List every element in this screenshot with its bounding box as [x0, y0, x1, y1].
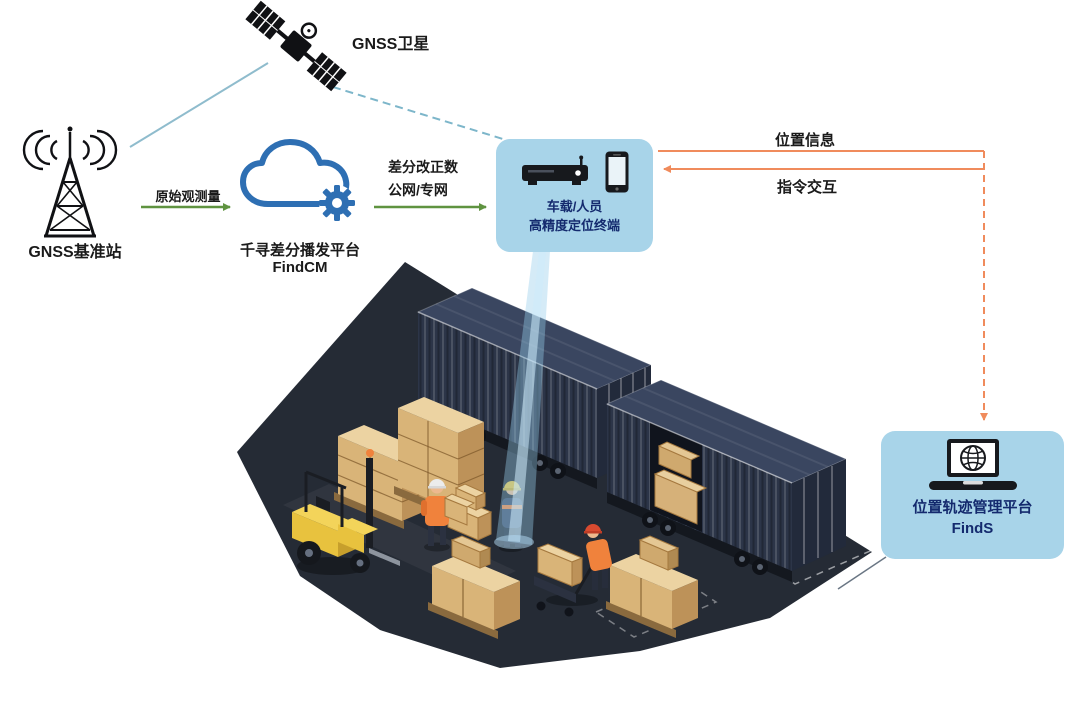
- base-station-label: GNSS基准站: [28, 244, 122, 261]
- command-exchange-label: 指令交互: [776, 179, 837, 196]
- cloud-platform-subtitle: FindCM: [272, 259, 328, 276]
- cloud-platform-title: 千寻差分播发平台: [239, 242, 360, 259]
- warehouse-scene: [237, 251, 879, 668]
- smartphone-icon: [605, 151, 628, 193]
- cloud-gear-icon: [240, 139, 355, 221]
- satellite-icon: [245, 0, 347, 92]
- container-2: [605, 379, 848, 582]
- correction-label-line2: 公网/专网: [388, 182, 448, 198]
- antenna-tower-icon: [22, 126, 118, 238]
- terminal-panel: 车载/人员 高精度定位终端: [496, 139, 653, 252]
- raw-observation-label: 原始观测量: [155, 189, 221, 204]
- worker-carrying-box: [421, 479, 476, 552]
- satellite-label: GNSS卫星: [352, 36, 430, 53]
- terminal-icons: [520, 147, 630, 197]
- positioning-beam: [494, 251, 550, 549]
- forklift: [292, 449, 400, 575]
- position-info-label: 位置信息: [774, 132, 835, 149]
- worker-pallet-jack: [534, 524, 612, 617]
- finds-title: 位置轨迹管理平台: [912, 499, 1033, 516]
- pallet-center: [428, 535, 520, 639]
- terminal-label-line1: 车载/人员: [546, 199, 603, 214]
- laptop-globe-icon: [928, 439, 1017, 490]
- finds-subtitle: FindS: [951, 520, 994, 537]
- pallet-right: [606, 535, 698, 638]
- connector-lines: [129, 62, 988, 590]
- terminal-label-line2: 高精度定位终端: [528, 218, 620, 233]
- vehicle-terminal-icon: [521, 155, 588, 185]
- correction-label-line1: 差分改正数: [388, 159, 458, 175]
- finds-panel: 位置轨迹管理平台 FindS: [881, 431, 1064, 559]
